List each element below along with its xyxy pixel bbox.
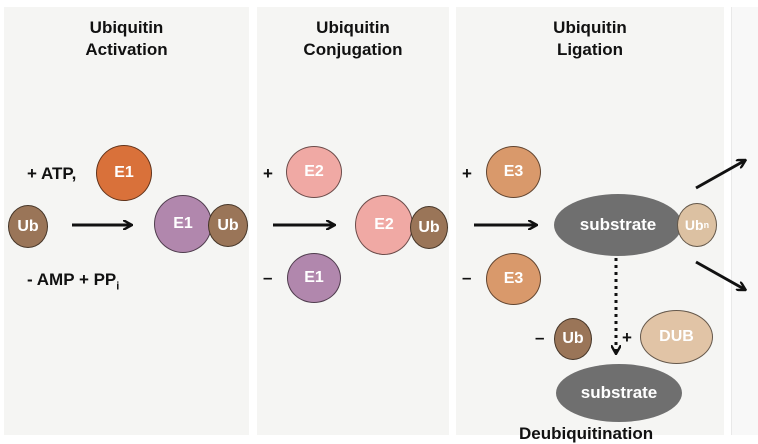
e1-enzyme-bound: E1 (154, 195, 212, 253)
ligation-title: Ubiquitin Ligation (456, 17, 724, 61)
ubiquitin-bound-e1: Ub (208, 204, 248, 247)
plus-sign: + (462, 164, 472, 183)
minus-sign: – (462, 268, 472, 287)
reaction-arrows (72, 0, 758, 435)
title-line: Activation (85, 40, 168, 59)
title-line: Conjugation (303, 40, 403, 59)
minus-sign: – (535, 328, 545, 347)
conjugation-title: Ubiquitin Conjugation (257, 17, 449, 61)
upper-outgoing-arrow (695, 161, 744, 190)
e1-enzyme-input: E1 (96, 145, 152, 201)
minus-amp-pp-label: - AMP + PPi (27, 270, 119, 296)
title-line: Ubiquitin (89, 18, 164, 37)
substrate-ubiquitinated: substrate (554, 194, 682, 256)
e3-enzyme-input: E3 (486, 146, 541, 198)
title-line: Ligation (556, 40, 624, 59)
e2-enzyme-input: E2 (286, 146, 342, 198)
lower-outgoing-arrow (695, 260, 744, 289)
e3-enzyme-released: E3 (486, 253, 541, 305)
e2-enzyme-bound: E2 (355, 195, 413, 255)
next-panel-edge (731, 7, 758, 435)
ubiquitin-removed: Ub (554, 318, 592, 360)
minus-amp-pp-text: - AMP + PP (27, 270, 117, 289)
e1-enzyme-released: E1 (287, 253, 341, 303)
dub-enzyme: DUB (640, 310, 713, 364)
title-line: Ubiquitin (316, 18, 390, 37)
ubiquitin-free: Ub (8, 205, 48, 248)
ub-tag-subscript: n (703, 220, 710, 230)
title-line: Ubiquitin (553, 18, 627, 37)
activation-title: Ubiquitin Activation (4, 17, 249, 61)
ubiquitin-bound-e2: Ub (410, 206, 448, 249)
minus-sign: – (263, 268, 273, 287)
deubiquitination-label: Deubiquitination (519, 424, 654, 443)
substrate-free: substrate (556, 364, 682, 422)
plus-atp-label: + ATP, (27, 164, 77, 183)
pp-subscript: i (116, 280, 120, 293)
ub-tag-text: Ub (684, 217, 704, 233)
plus-sign: + (263, 164, 273, 183)
plus-sign: + (622, 328, 632, 347)
